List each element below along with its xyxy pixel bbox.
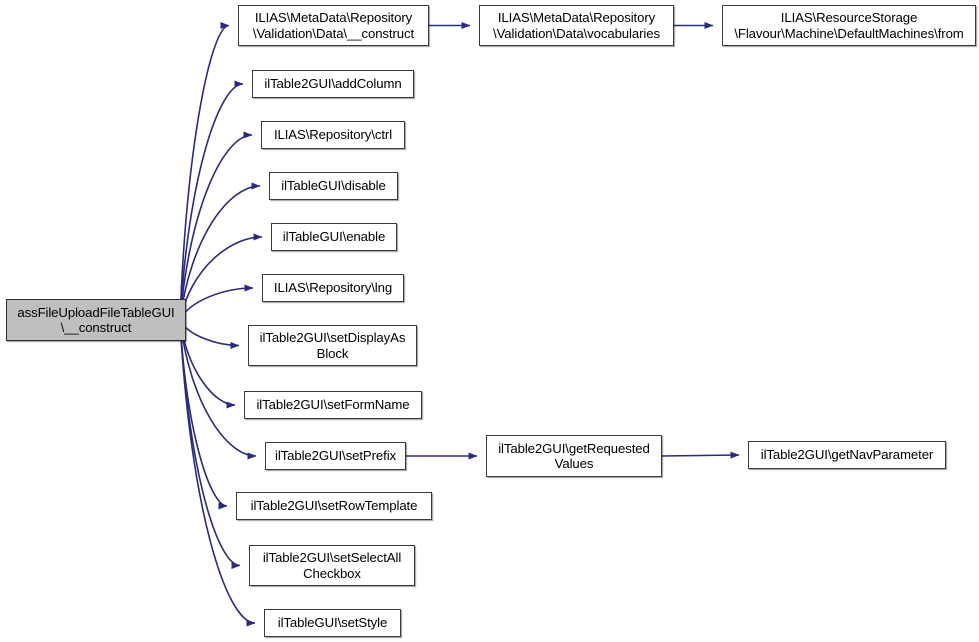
graph-node-label: ILIAS\Repository\ctrl [273, 127, 393, 143]
graph-node-label: ilTable2GUI\setPrefix [274, 448, 397, 464]
graph-edge-root-to-md_construct [179, 22, 230, 321]
graph-node-set_prefix[interactable]: ilTable2GUI\setPrefix [265, 442, 406, 470]
graph-node-md_construct[interactable]: ILIAS\MetaData\Repository \Validation\Da… [238, 5, 429, 46]
graph-node-md_vocabularies[interactable]: ILIAS\MetaData\Repository \Validation\Da… [479, 5, 674, 46]
graph-node-set_display_as_block[interactable]: ilTable2GUI\setDisplayAs Block [248, 325, 417, 366]
graph-node-label: assFileUploadFileTableGUI \__construct [17, 304, 175, 336]
graph-node-root[interactable]: assFileUploadFileTableGUI \__construct [6, 299, 186, 341]
graph-edge-root-to-set_style [179, 319, 256, 627]
graph-edge-root-to-repo_lng [179, 284, 254, 321]
graph-edge-root-to-set_row_template [179, 319, 228, 510]
graph-node-set_style[interactable]: ilTableGUI\setStyle [264, 609, 401, 637]
graph-edge-root-to-disable [179, 182, 261, 321]
graph-node-label: ilTable2GUI\addColumn [264, 76, 402, 92]
graph-node-label: ilTable2GUI\setDisplayAs Block [259, 330, 406, 361]
graph-node-set_row_template[interactable]: ilTable2GUI\setRowTemplate [236, 492, 432, 520]
graph-node-label: ILIAS\ResourceStorage \Flavour\Machine\D… [734, 10, 964, 41]
graph-node-label: ILIAS\Repository\lng [273, 280, 393, 296]
graph-node-label: ilTable2GUI\getNavParameter [760, 447, 934, 463]
graph-edge-root-to-repo_ctrl [179, 131, 253, 321]
graph-edge-root-to-set_form_name [179, 319, 236, 409]
graph-node-add_column[interactable]: ilTable2GUI\addColumn [252, 70, 414, 98]
graph-node-label: ilTable2GUI\setSelectAll Checkbox [262, 550, 402, 581]
graph-edge-root-to-set_display_as_block [179, 319, 240, 349]
graph-node-enable[interactable]: ilTableGUI\enable [271, 223, 397, 251]
graph-node-label: ILIAS\MetaData\Repository \Validation\Da… [252, 10, 415, 41]
graph-node-set_select_all_checkbox[interactable]: ilTable2GUI\setSelectAll Checkbox [249, 545, 415, 586]
graph-node-get_requested_values[interactable]: ilTable2GUI\getRequested Values [486, 435, 662, 477]
graph-edge-root-to-enable [179, 233, 263, 321]
graph-node-label: ilTableGUI\enable [282, 229, 386, 245]
graph-node-label: ILIAS\MetaData\Repository \Validation\Da… [493, 10, 660, 41]
graph-edge-root-to-set_prefix [179, 319, 257, 460]
graph-node-label: ilTable2GUI\setFormName [256, 397, 410, 413]
graph-edge-get_requested_values-to-get_nav_parameter [661, 451, 740, 459]
graph-node-disable[interactable]: ilTableGUI\disable [269, 172, 398, 200]
graph-node-label: ilTableGUI\setStyle [277, 615, 388, 631]
graph-node-get_nav_parameter[interactable]: ilTable2GUI\getNavParameter [748, 441, 946, 469]
graph-edge-root-to-set_select_all_checkbox [179, 319, 241, 569]
graph-node-label: ilTableGUI\disable [281, 178, 386, 194]
graph-node-set_form_name[interactable]: ilTable2GUI\setFormName [244, 391, 422, 419]
graph-edge-root-to-add_column [179, 80, 244, 321]
graph-node-default_machines_from[interactable]: ILIAS\ResourceStorage \Flavour\Machine\D… [722, 5, 976, 46]
graph-node-repo_ctrl[interactable]: ILIAS\Repository\ctrl [261, 121, 405, 149]
graph-node-label: ilTable2GUI\getRequested Values [498, 440, 650, 472]
graph-node-repo_lng[interactable]: ILIAS\Repository\lng [262, 274, 404, 302]
graph-node-label: ilTable2GUI\setRowTemplate [250, 498, 418, 514]
